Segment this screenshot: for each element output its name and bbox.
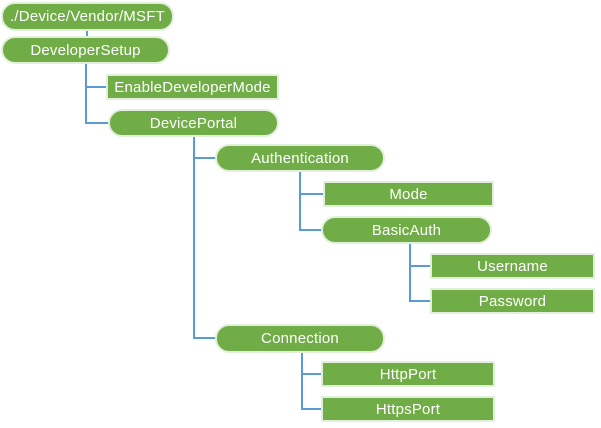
connector-authentication-descender <box>299 170 323 231</box>
node-httpport: HttpPort <box>321 361 495 387</box>
connector-deviceportal-descender <box>193 135 217 339</box>
node-enabledevelopermode: EnableDeveloperMode <box>106 74 279 100</box>
node-device-vendor-msft: ./Device/Vendor/MSFT <box>1 2 174 31</box>
node-connection: Connection <box>215 324 385 353</box>
node-httpsport: HttpsPort <box>321 396 495 422</box>
connector-basicauth-descender <box>409 242 432 302</box>
node-basicauth: BasicAuth <box>321 216 492 244</box>
node-mode: Mode <box>323 181 494 207</box>
node-authentication: Authentication <box>215 144 385 172</box>
node-username: Username <box>430 253 595 279</box>
node-deviceportal: DevicePortal <box>108 109 279 137</box>
node-developersetup: DeveloperSetup <box>1 36 170 64</box>
node-password: Password <box>430 288 595 314</box>
connector-developersetup-descender <box>85 62 110 124</box>
connector-connection-descender <box>301 351 323 410</box>
connector-group <box>85 28 432 410</box>
